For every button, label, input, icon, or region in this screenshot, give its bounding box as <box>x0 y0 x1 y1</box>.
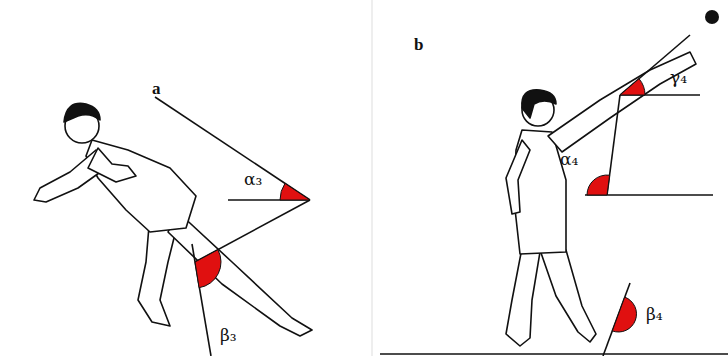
athlete-hair <box>64 103 100 122</box>
panel-letter: b <box>414 36 423 55</box>
athlete-arm <box>548 52 696 152</box>
angle-wedge <box>612 297 636 332</box>
angle-label: γ₄ <box>670 68 687 87</box>
angle-label: β₃ <box>220 326 237 345</box>
angle-wedge <box>587 175 610 195</box>
ground-line <box>380 353 728 355</box>
athlete-leg <box>506 248 540 346</box>
angle-wedge <box>195 250 221 288</box>
panel-letter: a <box>152 80 161 99</box>
angle-label: α₃ <box>244 170 262 189</box>
angle-label: β₄ <box>646 305 663 324</box>
angle-line <box>620 35 690 95</box>
angle-label: α₄ <box>560 150 578 169</box>
athlete-arm <box>88 148 136 182</box>
athlete-leg <box>540 250 596 342</box>
athlete-torso <box>86 140 196 232</box>
athlete-arm <box>506 140 530 214</box>
athlete-hair <box>522 90 556 118</box>
angle-line <box>155 97 310 200</box>
angle-wedge <box>620 79 645 95</box>
shot-ball <box>705 10 719 24</box>
angle-wedge <box>280 183 310 200</box>
panel-divider <box>372 0 373 356</box>
athlete-leg <box>168 212 312 336</box>
